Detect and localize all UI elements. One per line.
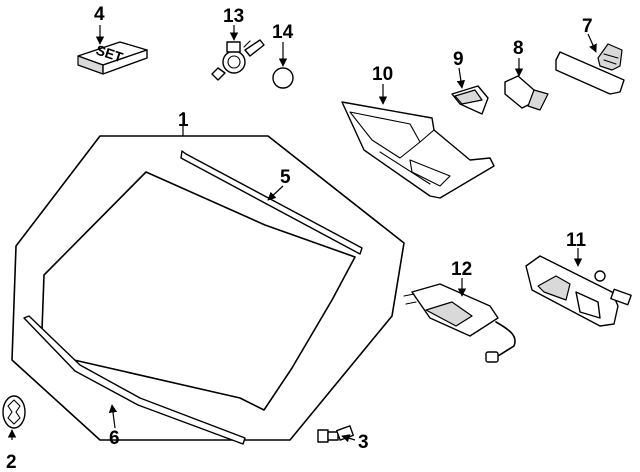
callout-5: 5	[280, 167, 291, 188]
windshield-glass	[11, 135, 405, 441]
leader-9	[456, 67, 466, 89]
retainer-clip	[2, 395, 26, 429]
rain-sensor	[211, 39, 265, 81]
callout-6: 6	[109, 428, 120, 449]
wiring-harness	[403, 283, 516, 363]
mounting-stud	[317, 425, 354, 443]
leader-5	[267, 185, 284, 201]
control-module	[525, 255, 632, 327]
overhead-console-bracket	[341, 101, 495, 199]
callout-9: 9	[453, 49, 464, 70]
leader-3	[341, 434, 356, 443]
leader-7	[587, 33, 597, 53]
callout-13: 13	[223, 6, 244, 27]
callout-2: 2	[6, 452, 17, 472]
round-pad	[272, 67, 294, 89]
callout-12: 12	[451, 259, 472, 280]
callout-14: 14	[272, 22, 294, 43]
map-lamp	[451, 85, 489, 115]
callout-10: 10	[372, 64, 393, 85]
callout-7: 7	[582, 16, 593, 37]
leader-6	[108, 404, 118, 429]
callout-11: 11	[566, 230, 587, 251]
lower-molding	[23, 315, 246, 445]
rear-view-mirror	[555, 43, 625, 95]
callout-4: 4	[94, 4, 105, 25]
mirror-cover-clip	[504, 75, 549, 111]
callout-8: 8	[513, 38, 524, 59]
set-kit-box: SET	[77, 41, 148, 75]
leader-lines	[7, 25, 597, 443]
callout-3: 3	[358, 432, 369, 453]
callout-numbers: 1 2 3 4 5 6 7 8 9 10 11 12 13 14	[6, 4, 593, 472]
callout-1: 1	[178, 110, 189, 131]
upper-molding	[180, 150, 363, 255]
